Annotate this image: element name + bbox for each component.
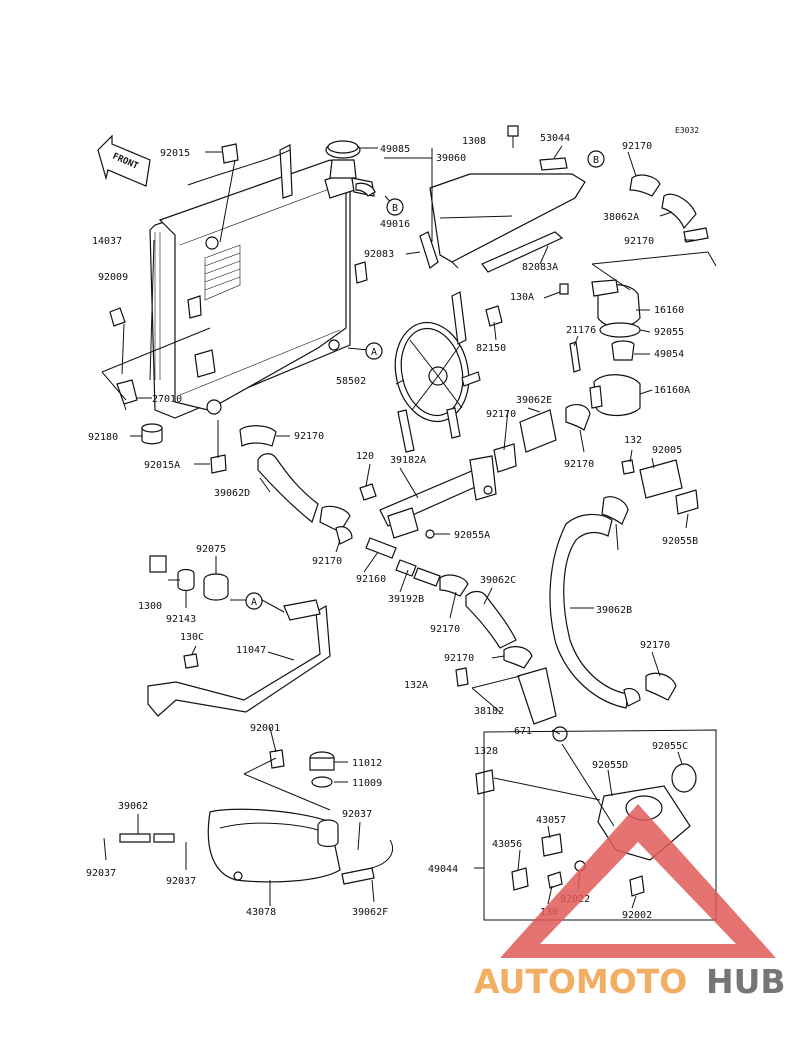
thermostat-drawing	[559, 174, 709, 417]
part-label: 92170	[444, 653, 474, 664]
callout-a-1: A	[365, 342, 383, 360]
callout-b-2: B	[587, 150, 605, 168]
leader-lines	[101, 145, 694, 909]
part-label: 92083	[364, 249, 394, 260]
part-label: 39062B	[596, 605, 632, 616]
part-label: 92005	[652, 445, 682, 456]
part-labels: 92015 14037 92009 27010 92180 92015A 490…	[86, 133, 698, 921]
part-label: 130A	[510, 292, 534, 303]
part-label: 43056	[492, 839, 522, 850]
part-label: 1300	[138, 601, 162, 612]
watermark-text-part1: AUTOMOTO	[474, 962, 687, 1001]
part-label: 671	[514, 726, 532, 737]
part-label: 43078	[246, 907, 276, 918]
part-label: 92170	[430, 624, 460, 635]
part-label: 27010	[152, 394, 182, 405]
watermark-text-part2: HUB	[706, 962, 786, 1001]
part-label: 92075	[196, 544, 226, 555]
watermark-triangle-icon	[500, 804, 776, 958]
part-label: 11009	[352, 778, 382, 789]
part-label: 39192B	[388, 594, 424, 605]
part-label: 39182A	[390, 455, 426, 466]
part-label: 92143	[166, 614, 196, 625]
callout-circles: A A B B	[245, 150, 605, 610]
radiator-cap-drawing	[325, 140, 376, 197]
callout-b-2-text: B	[593, 155, 599, 166]
part-label: 11047	[236, 645, 266, 656]
part-label: 11012	[352, 758, 382, 769]
radiator-small-parts	[109, 143, 239, 474]
part-label: 82150	[476, 343, 506, 354]
part-label: 38182	[474, 706, 504, 717]
part-label: 92170	[640, 640, 670, 651]
part-label: 49054	[654, 349, 684, 360]
part-label: 92009	[98, 272, 128, 283]
part-label: 92160	[356, 574, 386, 585]
diagram-code: E3032	[675, 126, 699, 135]
part-label: 39062	[118, 801, 148, 812]
part-label: 92055	[654, 327, 684, 338]
part-label: 92170	[294, 431, 324, 442]
part-label: 1328	[474, 746, 498, 757]
watermark: AUTOMOTO HUB	[474, 804, 786, 1001]
part-label: 92002	[622, 910, 652, 921]
part-label: 43057	[536, 815, 566, 826]
part-label: 39062C	[480, 575, 516, 586]
part-label: 92037	[166, 876, 196, 887]
part-label: 82083A	[522, 262, 558, 273]
part-label: 132	[624, 435, 642, 446]
part-label: 92170	[624, 236, 654, 247]
part-label: 49016	[380, 219, 410, 230]
part-label: 39062D	[214, 488, 250, 499]
part-label: 92015	[160, 148, 190, 159]
part-label: 92055C	[652, 741, 688, 752]
part-label: 132A	[404, 680, 428, 691]
part-label: 58502	[336, 376, 366, 387]
part-label: 92037	[86, 868, 116, 879]
hoses-drawing	[239, 404, 699, 709]
part-label: 92170	[564, 459, 594, 470]
part-label: 130C	[180, 632, 204, 643]
part-label: 49085	[380, 144, 410, 155]
part-label: 38062A	[603, 212, 639, 223]
callout-b-1: B	[386, 198, 404, 216]
part-label: 1308	[462, 136, 486, 147]
part-label: 49044	[428, 864, 458, 875]
part-label: 92055A	[454, 530, 490, 541]
callout-a-2-text: A	[251, 597, 257, 608]
part-label: 120	[356, 451, 374, 462]
part-label: 92170	[312, 556, 342, 567]
part-label: 21176	[566, 325, 596, 336]
part-label: 92170	[486, 409, 516, 420]
reservoir-drawing	[119, 749, 394, 885]
part-label: 92055D	[592, 760, 628, 771]
front-arrow-icon	[97, 134, 151, 187]
radiator-drawing	[149, 144, 375, 419]
callout-a-1-text: A	[371, 347, 377, 358]
cover-drawing	[419, 125, 586, 273]
part-label: 16160	[654, 305, 684, 316]
part-label: 92037	[342, 809, 372, 820]
part-label: 92180	[88, 432, 118, 443]
bracket-drawing	[147, 555, 331, 717]
callout-b-1-text: B	[392, 203, 398, 214]
part-label: 92170	[622, 141, 652, 152]
part-label: 16160A	[654, 385, 690, 396]
part-label: 39062E	[516, 395, 552, 406]
part-label: 92001	[250, 723, 280, 734]
part-label: 39062F	[352, 907, 388, 918]
callout-a-2: A	[245, 592, 263, 610]
part-label: 53044	[540, 133, 570, 144]
fan-drawing	[394, 291, 503, 453]
part-label: 14037	[92, 236, 122, 247]
part-label: 92015A	[144, 460, 180, 471]
part-label: 39060	[436, 153, 466, 164]
part-label: 92055B	[662, 536, 698, 547]
